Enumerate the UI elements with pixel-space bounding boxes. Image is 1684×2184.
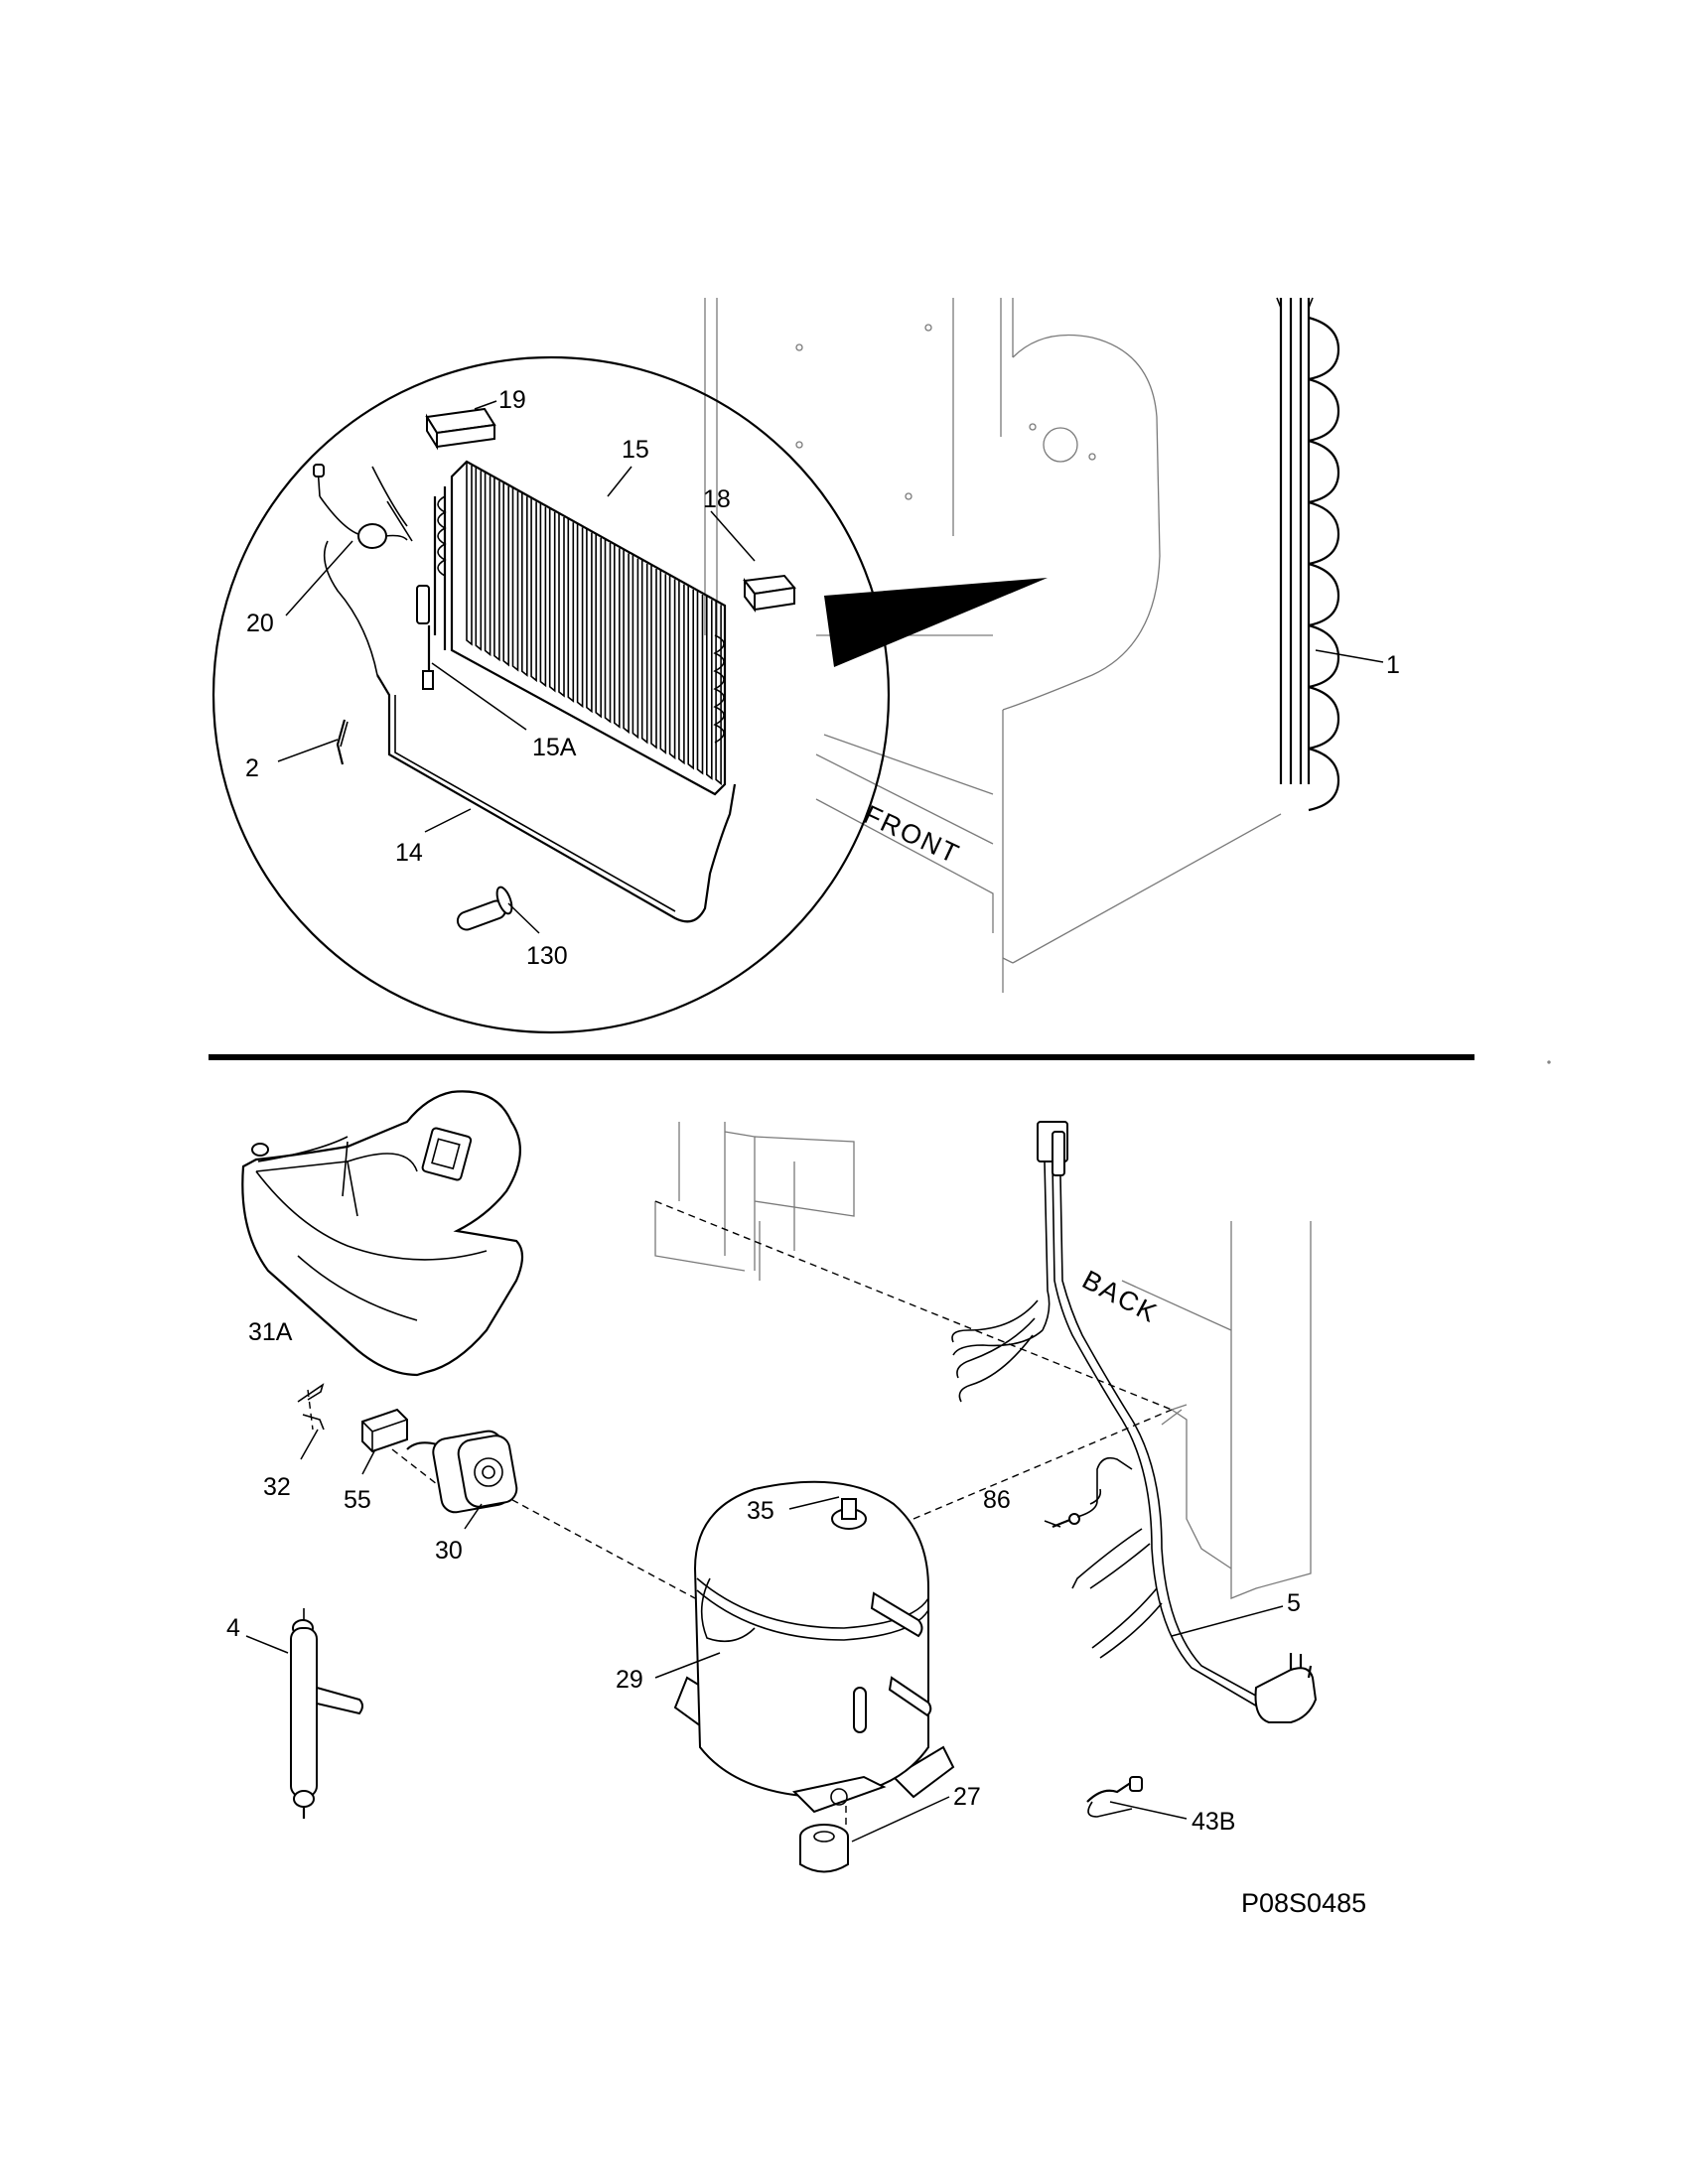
compressor-part [673,1480,955,1814]
relay-part [361,1408,408,1453]
callout-43b: 43B [1192,1808,1235,1836]
callout-27: 27 [953,1783,981,1811]
assembly-line [500,1493,696,1599]
callout-2: 2 [245,754,259,782]
detail-circle [211,355,891,1034]
drier-part [290,1608,363,1819]
callout-leaders [245,400,1384,1843]
harness-clip-part [1086,1776,1143,1818]
evaporator-fin [668,575,676,760]
callout-31a: 31A [248,1318,293,1346]
callout-1: 1 [1386,651,1400,679]
callout-35: 35 [747,1497,774,1525]
evaporator-fin [502,481,509,667]
callout-55: 55 [344,1486,371,1514]
evaporator-fin [567,518,575,703]
refrigerator-cabinet-top [704,298,1282,993]
start-device-part [406,1430,518,1514]
evaporator-fin [558,513,565,698]
drain-plug-part [456,886,513,931]
callout-32: 32 [263,1473,291,1501]
drain-tube-part [376,674,737,923]
evaporator-fin [466,462,473,646]
evaporator-fin [484,472,491,657]
evaporator-fin [530,497,537,683]
evaporator-fin [521,492,528,677]
callout-30: 30 [435,1537,463,1565]
evaporator-fin [511,487,519,672]
callout-5: 5 [1287,1589,1301,1617]
evaporator-fin [475,467,483,651]
evaporator-fin [640,559,648,745]
assembly-line [307,1389,314,1431]
condenser-coil-part [1276,297,1340,812]
wire-clip-part [336,719,347,765]
callout-86: 86 [983,1486,1011,1514]
evaporator-fin [632,554,639,740]
evaporator-fin [493,477,500,662]
drain-pan-part [241,1090,524,1377]
callout-15a: 15A [532,734,577,761]
callout-20: 20 [246,610,274,637]
callout-15: 15 [622,436,649,464]
back-label: BACK [1077,1265,1163,1329]
callout-19: 19 [498,386,526,414]
grommet-part [799,1824,849,1873]
evaporator-fin [678,580,685,765]
evaporator-fin [614,544,621,729]
evaporator-fin [595,533,602,719]
evaporator-fin [604,539,612,724]
evaporator-fin [687,585,694,770]
evaporator-fin [650,565,657,750]
callout-14: 14 [395,839,423,867]
section-divider [209,1054,1474,1060]
evaporator-fin [659,570,667,754]
refrigerator-cabinet-bottom [654,1122,1312,1599]
callout-4: 4 [226,1614,240,1642]
front-label: FRONT [859,799,964,870]
defrost-heater-part [416,585,434,690]
drawing-id: P08S0485 [1241,1888,1366,1918]
evaporator-fins [466,462,722,786]
callout-18: 18 [703,485,731,513]
assembly-line [912,1409,1173,1520]
callout-29: 29 [616,1666,643,1694]
power-cord-part [951,1121,1318,1723]
assembly-line [654,1200,1173,1411]
insulation-block-19 [425,407,496,451]
evaporator-fin [548,507,556,693]
defrost-thermostat-part [313,464,413,676]
assembly-line [391,1448,438,1485]
callout-130: 130 [526,942,568,970]
clip-part [297,1383,325,1431]
ground-screw-part [1052,1456,1133,1529]
evaporator-fin [539,502,547,688]
evaporator-fin [706,596,713,780]
evaporator-fin [586,528,593,714]
evaporator-fin [576,523,584,709]
insulation-block-18 [743,574,796,613]
evaporator-part [433,460,727,796]
detail-projection-wedge [824,578,1048,667]
evaporator-fin [623,549,630,735]
evaporator-fin [696,591,704,775]
evaporator-fin [715,601,722,786]
